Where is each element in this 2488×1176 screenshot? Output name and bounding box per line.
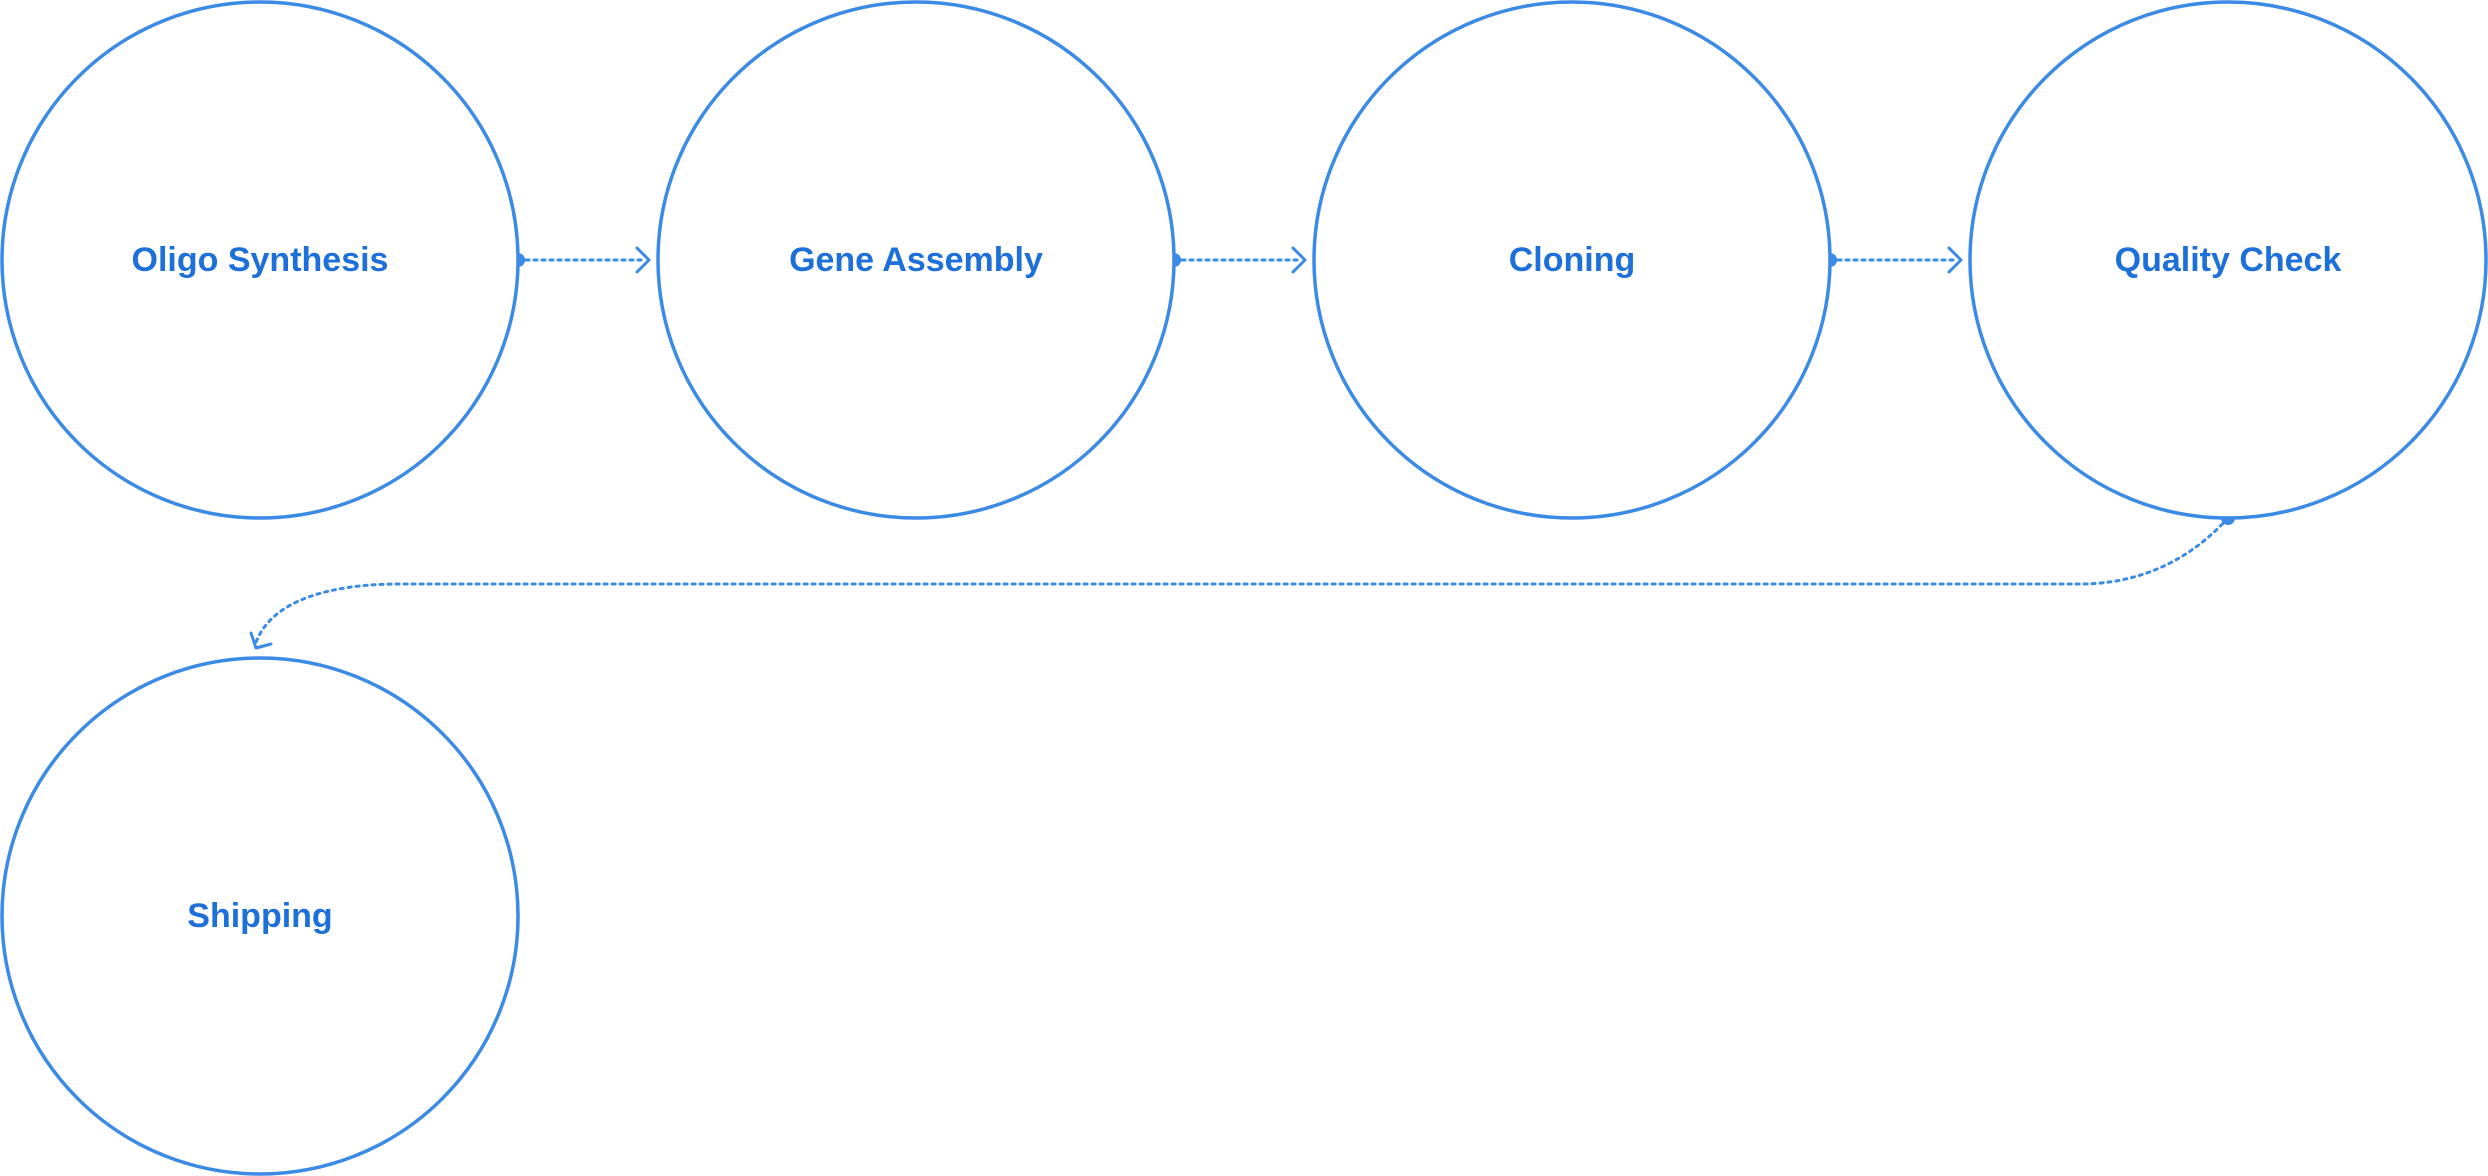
arrow-head-icon — [249, 631, 273, 650]
connector-line — [253, 516, 2230, 647]
node-shipping: Shipping — [0, 656, 520, 1176]
arrow-head-icon — [1291, 246, 1307, 274]
node-label: Quality Check — [2115, 241, 2342, 279]
edge-cloning-to-quality-check — [1823, 246, 1963, 274]
edge-gene-assembly-to-cloning — [1167, 246, 1307, 274]
node-cloning: Cloning — [1312, 0, 1832, 520]
node-label: Shipping — [187, 897, 332, 935]
node-circle — [0, 0, 520, 520]
node-circle — [0, 656, 520, 1176]
node-oligo-synthesis: Oligo Synthesis — [0, 0, 520, 520]
node-gene-assembly: Gene Assembly — [656, 0, 1176, 520]
node-label: Cloning — [1509, 241, 1636, 279]
edge-quality-check-to-shipping — [249, 511, 2235, 650]
node-label: Gene Assembly — [789, 241, 1043, 279]
arrow-head-icon — [1947, 246, 1963, 274]
node-circle — [656, 0, 1176, 520]
node-quality-check: Quality Check — [1968, 0, 2488, 520]
node-circle — [1312, 0, 1832, 520]
edge-oligo-synthesis-to-gene-assembly — [511, 246, 651, 274]
node-label: Oligo Synthesis — [132, 241, 389, 279]
arrow-head-icon — [635, 246, 651, 274]
node-circle — [1968, 0, 2488, 520]
